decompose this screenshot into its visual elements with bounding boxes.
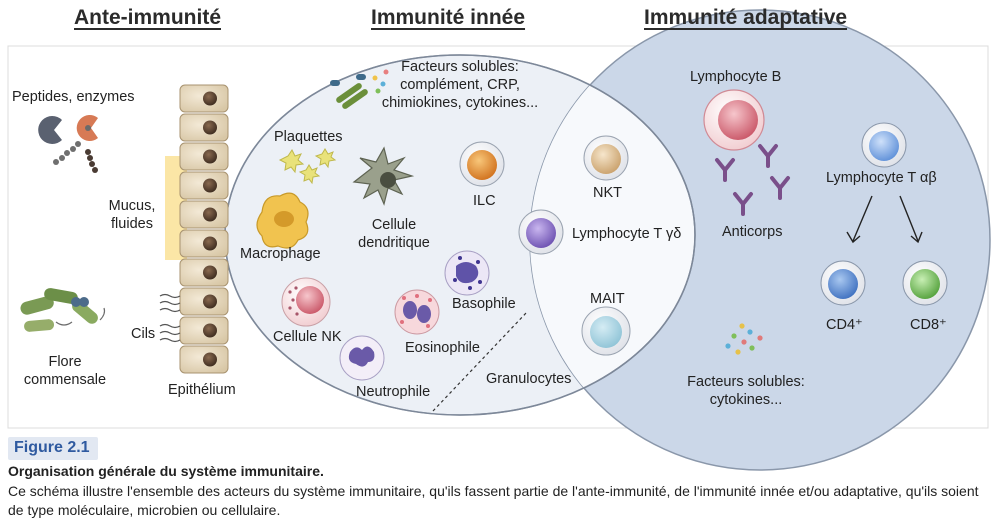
- figure-caption-body: Ce schéma illustre l'ensemble des acteur…: [8, 483, 979, 518]
- neutrophil-cell: [339, 335, 385, 381]
- label-anticorps: Anticorps: [722, 224, 783, 240]
- label-peptides-enzymes: Peptides, enzymes: [12, 89, 135, 105]
- label-lymphocyte-b: Lymphocyte B: [690, 69, 782, 85]
- label-plaquettes: Plaquettes: [274, 129, 343, 145]
- label-facteurs-solubles-adaptatifs: Facteurs solubles: cytokines...: [687, 374, 805, 408]
- eosinophil-cell: [394, 289, 440, 335]
- granulocytes-pointer: [432, 311, 528, 412]
- nkt-cell: [583, 135, 629, 181]
- label-flore-commensale: Flore commensale: [23, 354, 107, 388]
- lymphocyte-t-gamma-delta-cell: [518, 209, 564, 255]
- label-facteurs-solubles-innes: Facteurs solubles: complément, CRP, chim…: [381, 59, 539, 111]
- label-lymphocyte-t-alpha-beta: Lymphocyte T αβ: [826, 170, 937, 186]
- label-cd4: CD4⁺: [826, 317, 863, 333]
- label-basophile: Basophile: [452, 296, 516, 312]
- mait-cell: [581, 306, 631, 356]
- figure-caption-title: Organisation générale du système immunit…: [8, 463, 324, 479]
- cytokines-dots-icon: [725, 323, 763, 355]
- dendritic-cell: [352, 146, 415, 206]
- label-mucus-fluides: Mucus, fluides: [108, 198, 156, 232]
- enzymes-icon: [38, 115, 98, 144]
- label-cellule-dendritique: Cellule dendritique: [358, 217, 430, 251]
- lymphocyte-t-alpha-beta-cell: [861, 122, 907, 168]
- label-ilc: ILC: [473, 193, 496, 209]
- label-cd8: CD8⁺: [910, 317, 947, 333]
- heading-ante-immunite: Ante-immunité: [74, 6, 221, 29]
- label-neutrophile: Neutrophile: [356, 384, 431, 400]
- basophil-cell: [444, 250, 490, 296]
- label-cellule-nk: Cellule NK: [273, 329, 342, 345]
- commensal-bacteria-icon: [20, 288, 106, 332]
- figure-number-tag: Figure 2.1: [8, 437, 98, 460]
- epithelium-column: [179, 84, 229, 374]
- label-epithelium: Epithélium: [168, 382, 236, 398]
- label-macrophage: Macrophage: [240, 246, 321, 262]
- nk-cell: [281, 277, 331, 327]
- label-cils: Cils: [131, 326, 156, 342]
- heading-immunite-adaptative: Immunité adaptative: [644, 6, 848, 29]
- complement-icon: [330, 74, 368, 109]
- differentiation-arrows: [846, 195, 923, 244]
- label-mait: MAIT: [590, 291, 625, 307]
- label-nkt: NKT: [593, 185, 622, 201]
- antibodies-icon: [715, 144, 790, 216]
- cytokine-dots-icon: [372, 69, 389, 94]
- cd8-cell: [902, 260, 948, 306]
- lymphocyte-b-cell: [703, 89, 765, 151]
- label-granulocytes: Granulocytes: [486, 371, 572, 387]
- heading-immunite-innee: Immunité innée: [371, 6, 526, 29]
- label-lymphocyte-t-gamma-delta: Lymphocyte T γδ: [572, 226, 682, 242]
- peptides-icon: [53, 141, 98, 173]
- ilc-cell: [459, 141, 505, 187]
- cilia-icon: [159, 293, 181, 343]
- platelets-icon: [278, 148, 337, 185]
- macrophage-cell: [256, 192, 309, 249]
- cd4-cell: [820, 260, 866, 306]
- label-eosinophile: Eosinophile: [405, 340, 480, 356]
